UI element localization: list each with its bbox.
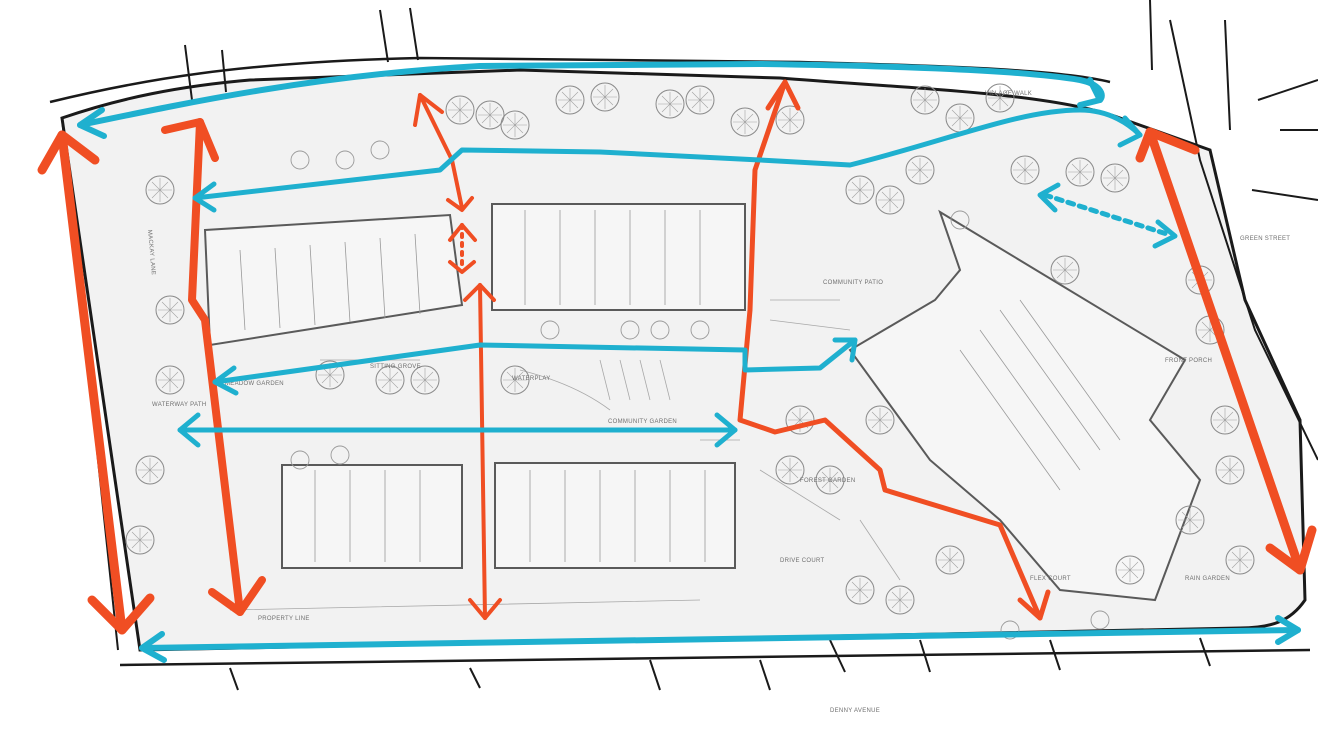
arrowhead-icon <box>192 181 217 213</box>
arrowhead-icon <box>1017 589 1051 621</box>
south-curb-details <box>229 637 1211 691</box>
label-property-line: PROPERTY LINE <box>258 616 310 622</box>
arrowhead-icon <box>139 631 167 663</box>
blue-circulation <box>77 61 1301 663</box>
arrowhead-icon <box>765 79 801 111</box>
blue-route-south-street <box>139 615 1301 663</box>
east-street-edge <box>1169 19 1318 461</box>
label-waterplay: WATERPLAY <box>512 376 551 382</box>
blue-dashed-link <box>1037 182 1178 249</box>
building-interior-lines <box>239 210 1121 562</box>
red-arrow-west-edge <box>37 130 155 635</box>
arrowhead-icon <box>1265 525 1317 575</box>
place-labels: VILLAGE WALK COMMUNITY GARDEN MEADOW GAR… <box>146 91 1290 714</box>
arrowhead-icon <box>448 260 476 274</box>
label-sitting-grove: SITTING GROVE <box>370 364 421 370</box>
arrowhead-icon <box>1077 77 1103 108</box>
red-circulation <box>37 79 1317 635</box>
arrowhead-icon <box>177 412 201 448</box>
arrowhead-icon <box>212 365 239 396</box>
arrowhead-icon <box>161 118 219 162</box>
neighbor-lots <box>184 0 1318 201</box>
arrowhead-icon <box>832 337 858 363</box>
blue-route-village-walk <box>192 107 1143 213</box>
red-dotted-link <box>448 223 477 274</box>
blue-route-meadow <box>212 337 858 396</box>
label-waterway-path: WATERWAY PATH <box>152 402 206 408</box>
townhouse-block-southwest <box>281 464 463 569</box>
arrowhead-icon <box>1117 115 1143 148</box>
arrowhead-icon <box>463 283 496 302</box>
label-community-patio: COMMUNITY PATIO <box>823 280 883 286</box>
arrowhead-icon <box>1135 127 1200 163</box>
red-arrow-center-south <box>463 283 502 620</box>
blue-route-community-garden <box>177 412 738 448</box>
arrowhead-icon <box>446 196 474 212</box>
arrowhead-icon <box>448 223 477 242</box>
label-green-street: GREEN STREET <box>1240 236 1290 242</box>
red-route-east <box>737 79 1051 621</box>
arrowhead-icon <box>37 130 100 175</box>
label-meadow-garden: MEADOW GARDEN <box>225 381 284 387</box>
arrowhead-icon <box>1275 615 1301 645</box>
arrowhead-icon <box>714 412 738 448</box>
buildings <box>203 203 1202 602</box>
arrowhead-icon <box>1037 182 1061 213</box>
red-arrow-east-edge <box>1135 127 1317 575</box>
label-rain-garden: RAIN GARDEN <box>1185 576 1230 582</box>
label-mackay-lane: MACKAY LANE <box>146 230 156 276</box>
arrowhead-icon <box>413 93 444 127</box>
townhouse-block-northwest <box>203 213 464 347</box>
community-building <box>848 209 1202 602</box>
label-front-porch: FRONT PORCH <box>1165 358 1212 364</box>
townhouse-block-north <box>491 203 746 311</box>
red-arrow-west-inner <box>161 118 266 616</box>
label-forest-garden: FOREST GARDEN <box>800 478 855 484</box>
label-street-name: DENNY AVENUE <box>830 708 880 714</box>
townhouse-block-south <box>494 462 736 569</box>
label-drive-court: DRIVE COURT <box>780 558 825 564</box>
arrowhead-icon <box>468 598 502 620</box>
arrowhead-icon <box>77 107 107 139</box>
label-flex-court: FLEX COURT <box>1030 576 1071 582</box>
blue-route-north-street <box>77 61 1105 139</box>
arrowhead-icon <box>87 593 155 635</box>
arrowhead-icon <box>208 576 266 616</box>
south-street-edge <box>119 648 1311 667</box>
label-village-walk: VILLAGE WALK <box>985 91 1032 97</box>
arrowhead-icon <box>1152 219 1178 249</box>
label-community-garden: COMMUNITY GARDEN <box>608 419 677 425</box>
